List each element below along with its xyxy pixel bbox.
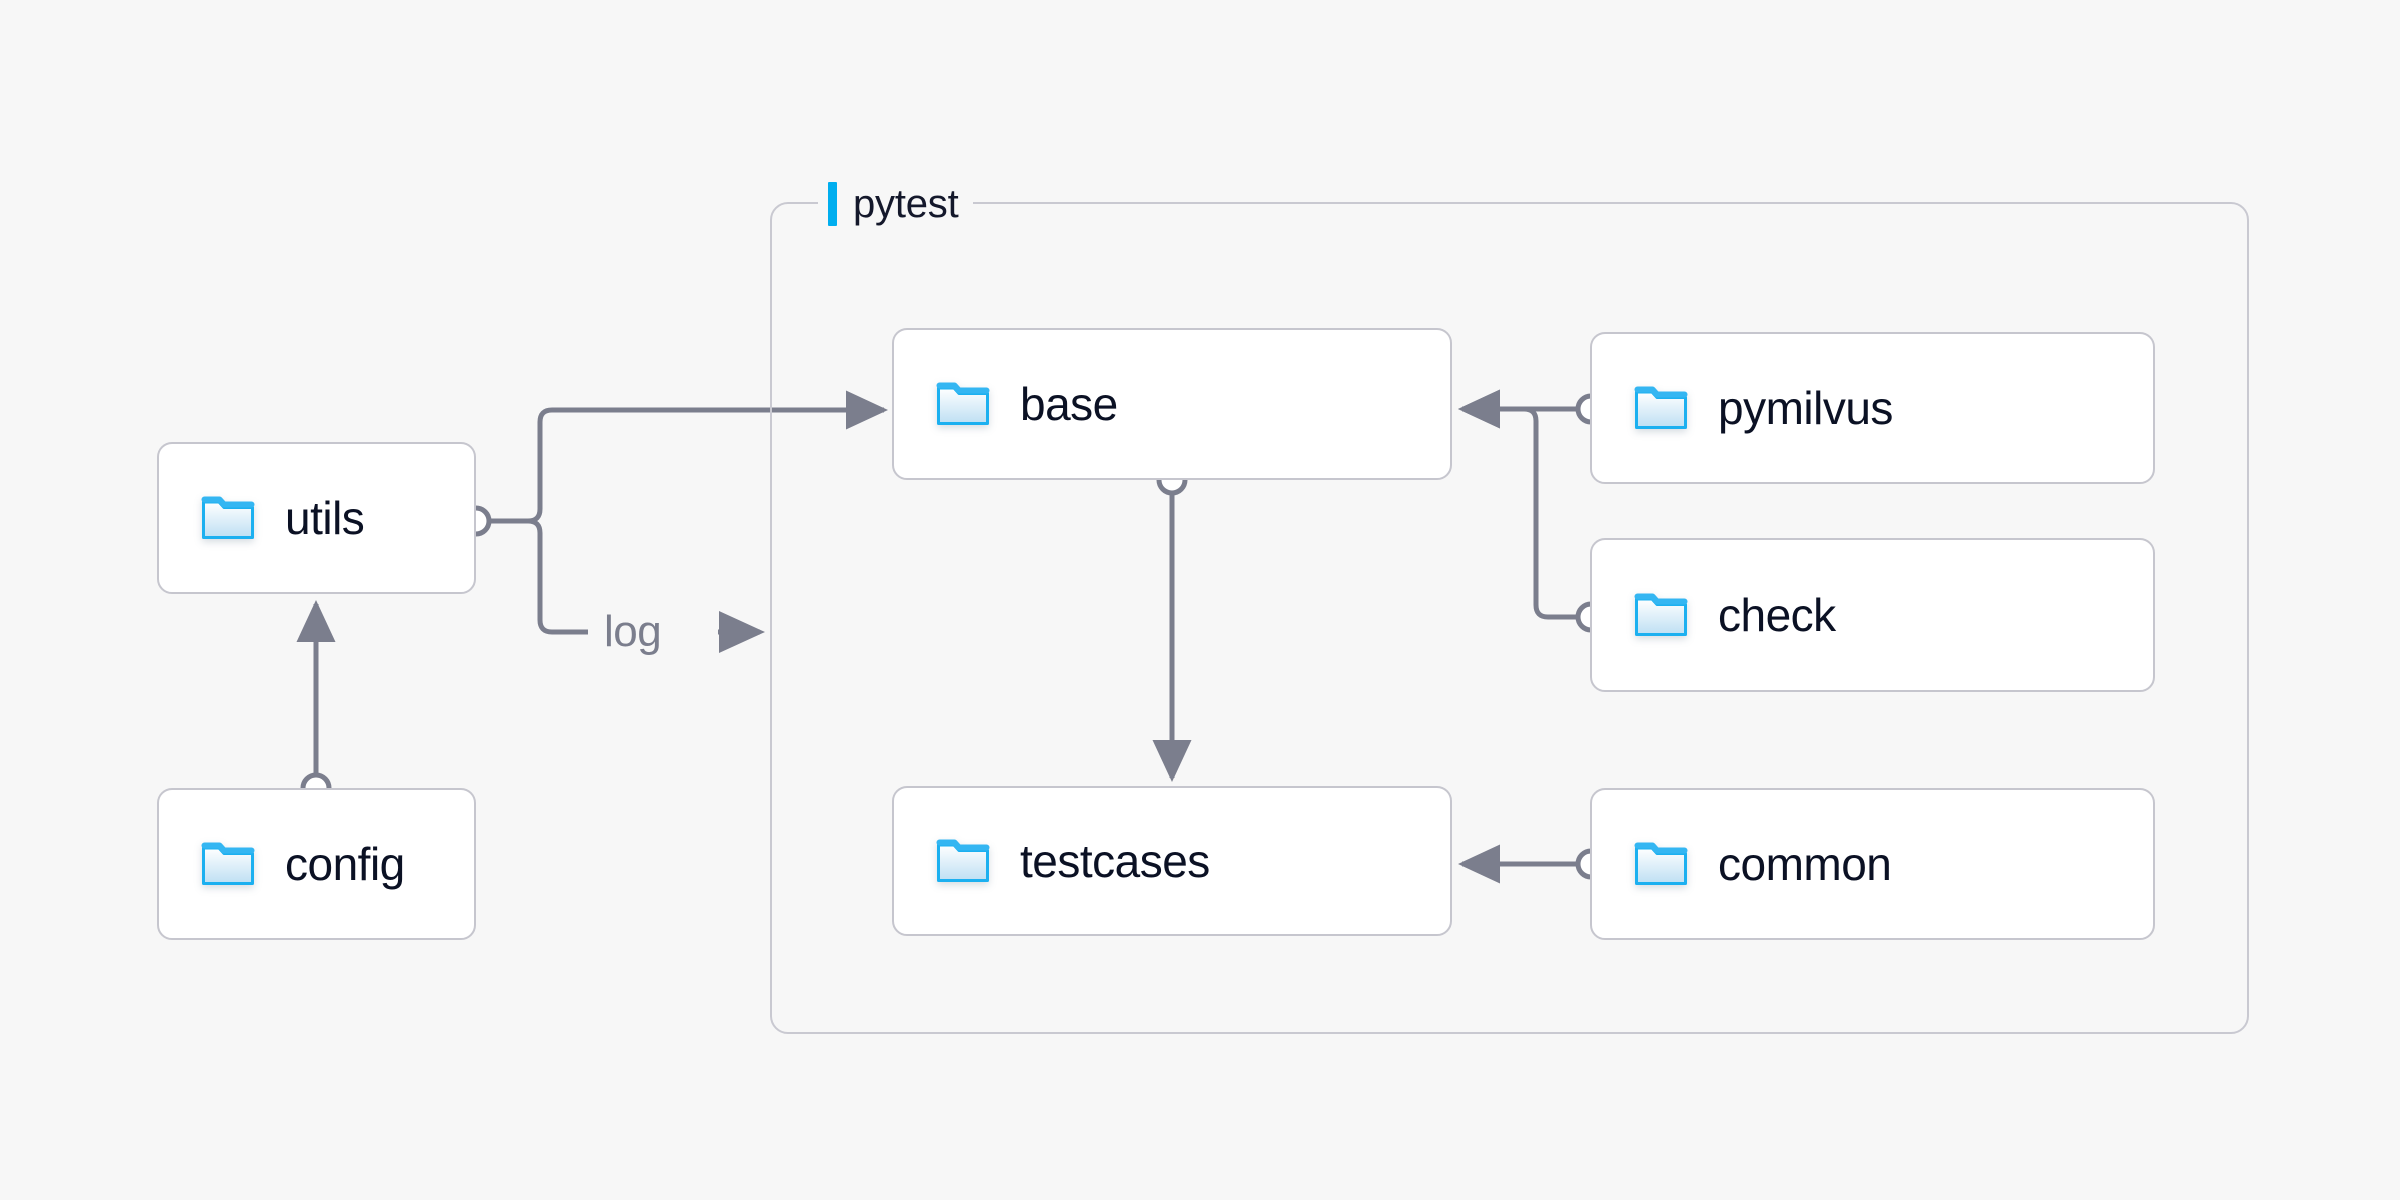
- node-check-label: check: [1718, 589, 1836, 641]
- folder-icon: [201, 842, 255, 886]
- folder-icon: [201, 496, 255, 540]
- edge-label-log-text: log: [604, 607, 662, 656]
- node-config[interactable]: config: [157, 788, 476, 940]
- node-utils[interactable]: utils: [157, 442, 476, 594]
- edge-label-log: log: [604, 607, 662, 656]
- node-common[interactable]: common: [1590, 788, 2155, 940]
- edge-utils-to-log: [527, 518, 588, 635]
- node-base-label: base: [1020, 378, 1118, 430]
- node-config-label: config: [285, 838, 405, 890]
- node-utils-label: utils: [285, 492, 365, 544]
- edge-check-to-base: [1457, 389, 1578, 620]
- folder-icon: [1634, 593, 1688, 637]
- accent-bar-icon: [828, 182, 837, 226]
- node-pymilvus[interactable]: pymilvus: [1590, 332, 2155, 484]
- folder-icon: [1634, 842, 1688, 886]
- folder-icon: [936, 382, 990, 426]
- node-testcases-label: testcases: [1020, 835, 1210, 887]
- folder-icon: [1634, 386, 1688, 430]
- node-common-label: common: [1718, 838, 1892, 890]
- group-pytest-label: pytest: [818, 178, 973, 230]
- node-pymilvus-label: pymilvus: [1718, 382, 1893, 434]
- group-pytest-label-text: pytest: [853, 182, 959, 226]
- node-check[interactable]: check: [1590, 538, 2155, 692]
- node-testcases[interactable]: testcases: [892, 786, 1452, 936]
- edge-utils-to-base: [527, 390, 889, 524]
- node-base[interactable]: base: [892, 328, 1452, 480]
- folder-icon: [936, 839, 990, 883]
